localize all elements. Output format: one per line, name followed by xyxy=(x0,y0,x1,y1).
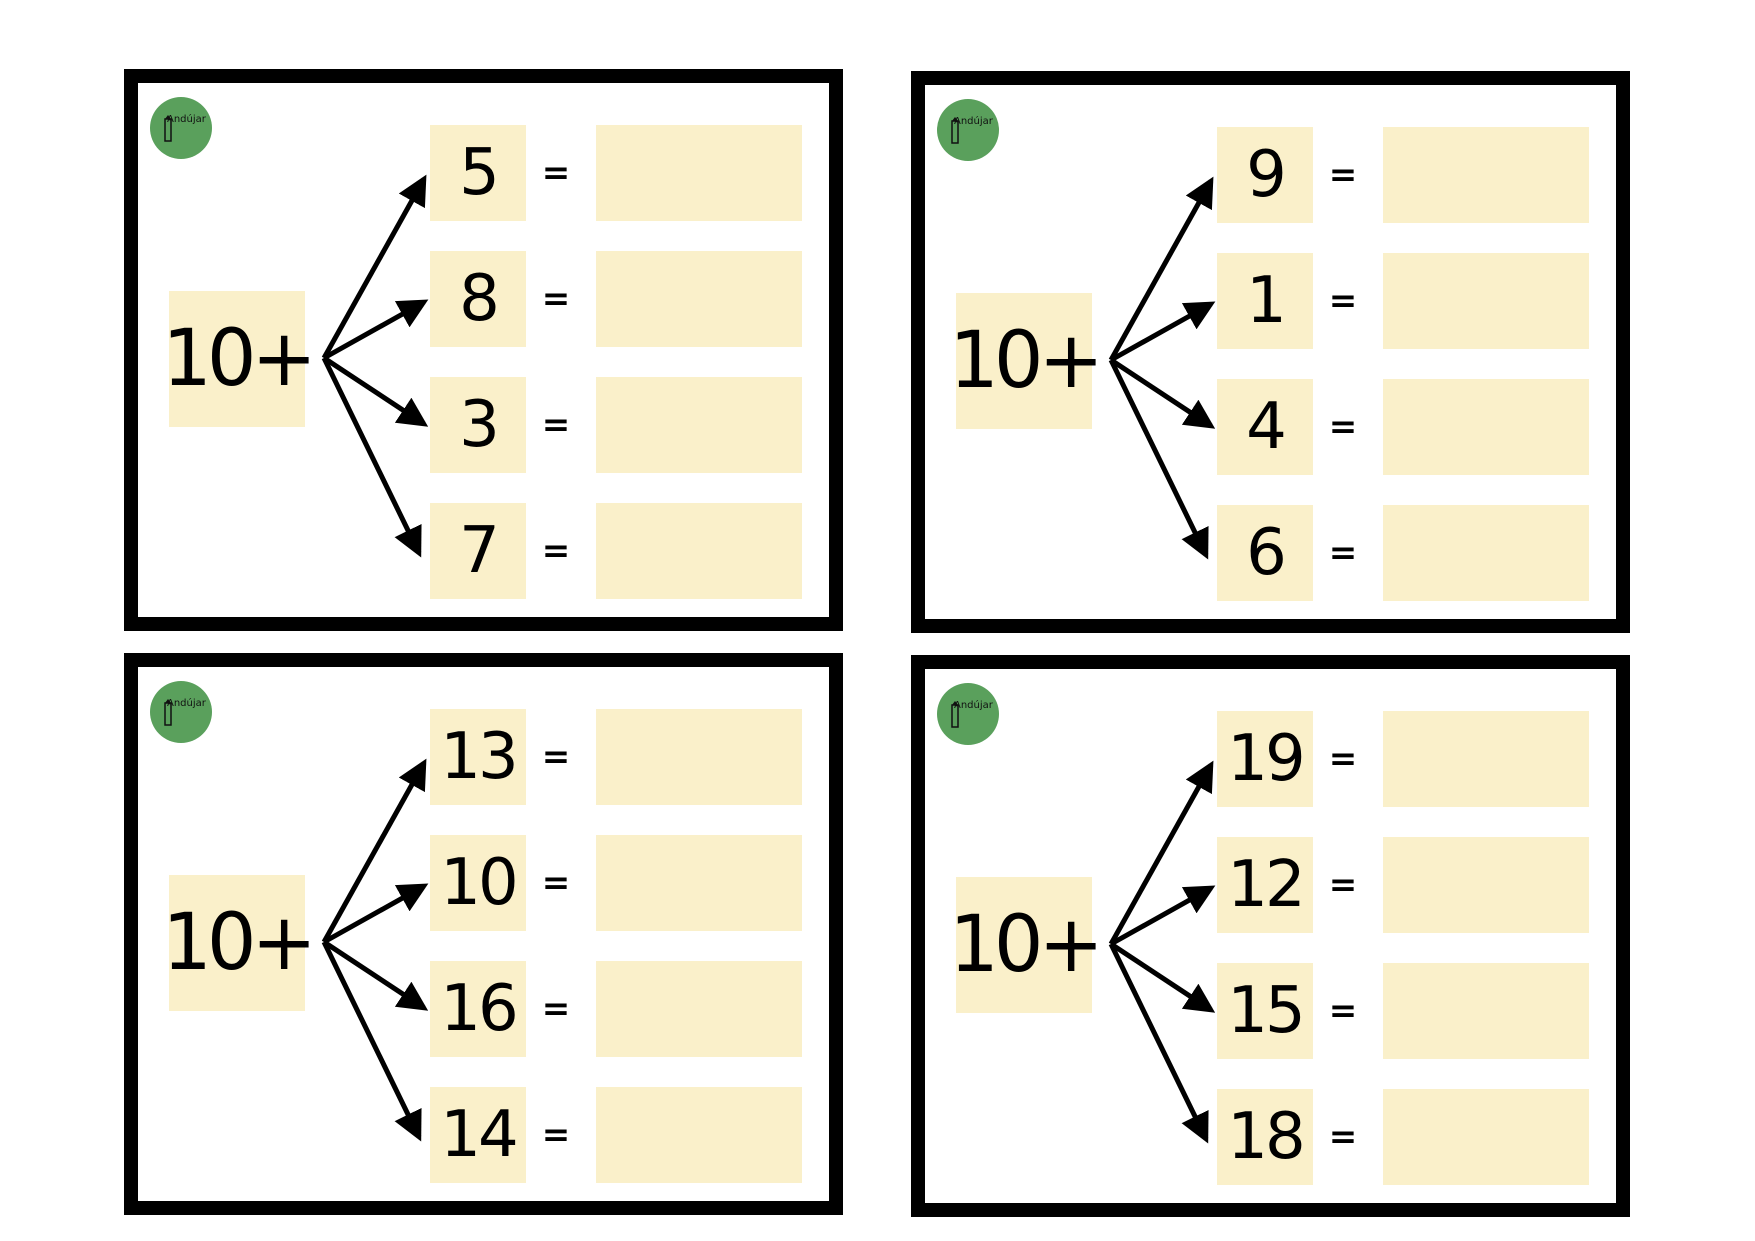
arrow-3 xyxy=(322,355,429,427)
arrow-4 xyxy=(321,940,422,1142)
equals-sign: = xyxy=(541,153,571,193)
arrow-2 xyxy=(322,883,429,945)
worksheet-card-1: Andújar 10+ 5 8 3 7 = = = = xyxy=(124,69,843,631)
addend-2: 1 xyxy=(1217,253,1313,349)
branch-arrows xyxy=(321,174,429,558)
logo-text: Andújar xyxy=(954,116,993,127)
answer-box-2[interactable] xyxy=(1383,253,1589,349)
answer-box-1[interactable] xyxy=(596,125,802,221)
arrow-4 xyxy=(1108,942,1209,1144)
arrow-2 xyxy=(322,299,429,361)
answer-box-4[interactable] xyxy=(1383,505,1589,601)
addend-1: 9 xyxy=(1217,127,1313,223)
logo-text: Andújar xyxy=(167,114,206,125)
branch-arrows xyxy=(321,758,429,1142)
pencil-icon xyxy=(951,117,959,144)
equals-sign: = xyxy=(1328,155,1358,195)
base-number: 10+ xyxy=(949,877,1104,1013)
addend-2: 8 xyxy=(430,251,526,347)
branch-arrows xyxy=(1108,176,1216,560)
addend-1: 5 xyxy=(430,125,526,221)
equals-sign: = xyxy=(541,989,571,1029)
pencil-icon xyxy=(951,701,959,728)
addend-4: 14 xyxy=(430,1087,526,1183)
arrow-4 xyxy=(321,356,422,558)
base-number: 10+ xyxy=(949,293,1104,429)
equals-sign: = xyxy=(541,531,571,571)
arrow-2 xyxy=(1109,301,1216,363)
equals-sign: = xyxy=(541,279,571,319)
answer-box-1[interactable] xyxy=(1383,127,1589,223)
logo-text: Andújar xyxy=(167,698,206,709)
addend-3: 4 xyxy=(1217,379,1313,475)
arrow-1 xyxy=(321,174,427,360)
logo-text: Andújar xyxy=(954,700,993,711)
pencil-icon xyxy=(164,115,172,142)
answer-box-4[interactable] xyxy=(1383,1089,1589,1185)
addend-2: 12 xyxy=(1217,837,1313,933)
equals-sign: = xyxy=(1328,1117,1358,1157)
pencil-icon xyxy=(164,699,172,726)
answer-box-3[interactable] xyxy=(596,377,802,473)
worksheet-card-2: Andújar 10+ 9 1 4 6 = = = = xyxy=(911,71,1630,633)
addend-4: 18 xyxy=(1217,1089,1313,1185)
answer-box-1[interactable] xyxy=(1383,711,1589,807)
answer-box-2[interactable] xyxy=(596,251,802,347)
arrow-3 xyxy=(322,939,429,1011)
addend-3: 16 xyxy=(430,961,526,1057)
base-number: 10+ xyxy=(162,875,317,1011)
branch-arrows xyxy=(1108,760,1216,1144)
school-logo: Andújar xyxy=(937,99,999,161)
answer-box-2[interactable] xyxy=(596,835,802,931)
worksheet-card-3: Andújar 10+ 13 10 16 14 = = = = xyxy=(124,653,843,1215)
equals-sign: = xyxy=(541,737,571,777)
school-logo: Andújar xyxy=(937,683,999,745)
answer-box-3[interactable] xyxy=(1383,379,1589,475)
addend-3: 15 xyxy=(1217,963,1313,1059)
answer-box-4[interactable] xyxy=(596,503,802,599)
school-logo: Andújar xyxy=(150,97,212,159)
equals-sign: = xyxy=(541,863,571,903)
equals-sign: = xyxy=(1328,865,1358,905)
arrow-1 xyxy=(1108,176,1214,362)
arrow-2 xyxy=(1109,885,1216,947)
school-logo: Andújar xyxy=(150,681,212,743)
arrow-1 xyxy=(1108,760,1214,946)
base-number: 10+ xyxy=(162,291,317,427)
answer-box-3[interactable] xyxy=(1383,963,1589,1059)
answer-box-3[interactable] xyxy=(596,961,802,1057)
arrow-1 xyxy=(321,758,427,944)
addend-2: 10 xyxy=(430,835,526,931)
addend-1: 13 xyxy=(430,709,526,805)
addend-3: 3 xyxy=(430,377,526,473)
equals-sign: = xyxy=(541,405,571,445)
answer-box-1[interactable] xyxy=(596,709,802,805)
answer-box-4[interactable] xyxy=(596,1087,802,1183)
equals-sign: = xyxy=(1328,407,1358,447)
addend-1: 19 xyxy=(1217,711,1313,807)
equals-sign: = xyxy=(541,1115,571,1155)
addend-4: 7 xyxy=(430,503,526,599)
equals-sign: = xyxy=(1328,281,1358,321)
answer-box-2[interactable] xyxy=(1383,837,1589,933)
equals-sign: = xyxy=(1328,533,1358,573)
equals-sign: = xyxy=(1328,991,1358,1031)
arrow-3 xyxy=(1109,941,1216,1013)
arrow-3 xyxy=(1109,357,1216,429)
arrow-4 xyxy=(1108,358,1209,560)
addend-4: 6 xyxy=(1217,505,1313,601)
worksheet-card-4: Andújar 10+ 19 12 15 18 = = = = xyxy=(911,655,1630,1217)
equals-sign: = xyxy=(1328,739,1358,779)
